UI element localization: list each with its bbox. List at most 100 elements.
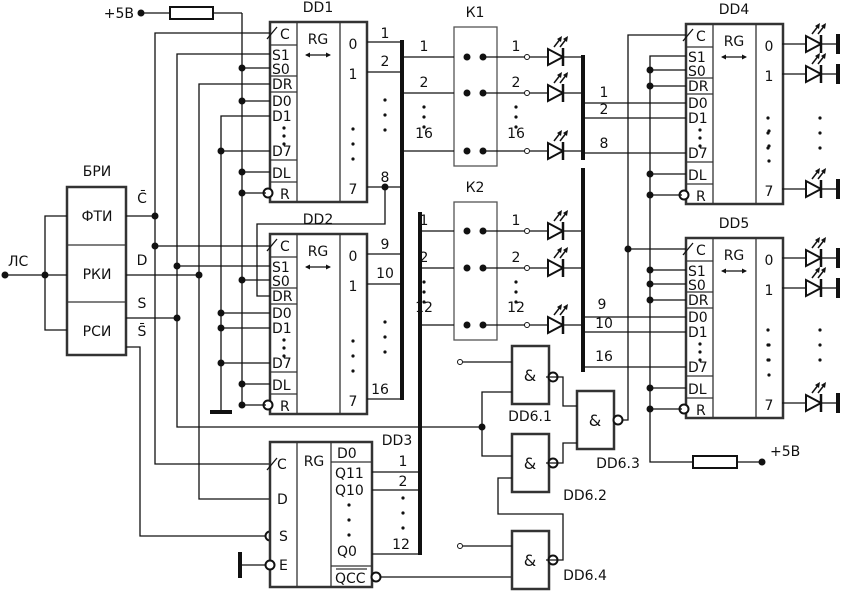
wire <box>266 238 278 252</box>
arrowhead <box>305 264 310 270</box>
ellipsis-dot <box>514 300 518 304</box>
ellipsis-dot <box>698 128 702 132</box>
wire <box>682 28 694 42</box>
junction-dot <box>173 314 181 322</box>
resistor <box>169 6 214 20</box>
line-label: 10 <box>376 266 394 282</box>
nand-gate-2 <box>510 432 551 494</box>
junction-dot <box>463 321 471 329</box>
pin-label: D1 <box>688 111 708 127</box>
ellipsis-dot <box>698 144 702 148</box>
dd2-title: DD2 <box>303 212 333 228</box>
ellipsis-dot <box>766 131 770 135</box>
junction-dot <box>463 89 471 97</box>
pin-label: Q0 <box>337 544 357 560</box>
line-label: 1 <box>399 454 408 470</box>
ellipsis-dot <box>818 328 822 332</box>
led-arrowhead <box>563 210 568 216</box>
ellipsis-dot <box>698 342 702 346</box>
pin-label: D1 <box>688 325 708 341</box>
led-icon <box>547 210 568 241</box>
output-label: 0 <box>349 249 358 265</box>
ellipsis-dot <box>351 339 355 343</box>
led-triangle <box>805 278 824 298</box>
pin-label: S1 <box>272 260 290 276</box>
arrowhead <box>326 264 331 270</box>
led-icon <box>547 247 568 278</box>
pin-label: D7 <box>688 146 708 162</box>
ellipsis-dot <box>422 290 426 294</box>
ellipsis-dot <box>766 116 770 120</box>
wire <box>176 53 482 428</box>
output-label: 1 <box>765 69 774 85</box>
bri-block-rsi: РСИ <box>83 324 112 340</box>
register-type-label: RG <box>724 248 745 264</box>
ellipsis-dot <box>351 157 355 161</box>
output-line-label: 2 <box>512 250 521 266</box>
ellipsis-dot <box>347 533 351 537</box>
line-label: 16 <box>595 349 613 365</box>
wire <box>649 55 693 463</box>
wire <box>546 442 577 464</box>
pin-label: DL <box>272 378 291 394</box>
gate-symbol: & <box>524 551 536 570</box>
wire <box>126 346 266 537</box>
led-triangle <box>805 393 824 413</box>
junction-dot <box>758 458 766 466</box>
nand-gate-4 <box>510 529 551 591</box>
shift-arrow-icon <box>721 268 747 274</box>
led-arrowhead <box>563 36 568 42</box>
ellipsis-dot <box>282 354 286 358</box>
pin-label: R <box>696 403 706 419</box>
k2-title: К2 <box>466 180 485 196</box>
wire <box>220 115 270 412</box>
pin-label: Q11 <box>335 466 364 482</box>
ellipsis-dot <box>351 369 355 373</box>
output-c-bar: C̄ <box>137 189 147 207</box>
led-arrowhead <box>563 130 568 136</box>
ellipsis-dot <box>818 131 822 135</box>
terminal <box>457 359 463 365</box>
output-label: 0 <box>765 39 774 55</box>
line-label: 2 <box>381 54 390 70</box>
led-triangle <box>805 248 824 268</box>
ellipsis-dot <box>698 136 702 140</box>
wire <box>546 376 577 407</box>
led-arrowhead <box>557 36 562 42</box>
led-arrowhead <box>821 168 826 174</box>
nand-gate-3 <box>575 389 616 451</box>
dd4-title: DD4 <box>719 2 750 18</box>
input-line-label: 2 <box>420 250 429 266</box>
wire <box>44 215 67 331</box>
ellipsis-dot <box>818 343 822 347</box>
led-arrowhead <box>815 23 820 29</box>
bri-block-rki: РКИ <box>83 267 112 283</box>
pin-label: D0 <box>272 94 292 110</box>
ellipsis-dot <box>766 358 770 362</box>
ellipsis-dot <box>383 320 387 324</box>
pin-label: S0 <box>688 64 706 80</box>
led-arrowhead <box>815 53 820 59</box>
pin-label: DL <box>688 382 707 398</box>
register-type-label: RG <box>724 34 745 50</box>
led-icon <box>805 23 826 54</box>
k2-switch-block <box>453 201 498 341</box>
wire <box>266 26 278 40</box>
ellipsis-dot <box>351 127 355 131</box>
terminal <box>524 148 530 154</box>
shift-arrow-icon <box>721 54 747 60</box>
pin-label: QCC <box>335 571 366 587</box>
ellipsis-dot <box>818 146 822 150</box>
k1-title: К1 <box>466 5 485 21</box>
output-label: 1 <box>765 283 774 299</box>
pin-label: D7 <box>688 360 708 376</box>
led-arrowhead <box>821 53 826 59</box>
led-icon <box>547 304 568 335</box>
terminal <box>524 265 530 271</box>
pin-label: S <box>279 529 288 545</box>
wire <box>616 34 686 421</box>
output-label: 1 <box>349 279 358 295</box>
output-d: D <box>137 253 148 269</box>
junction-dot <box>463 53 471 61</box>
